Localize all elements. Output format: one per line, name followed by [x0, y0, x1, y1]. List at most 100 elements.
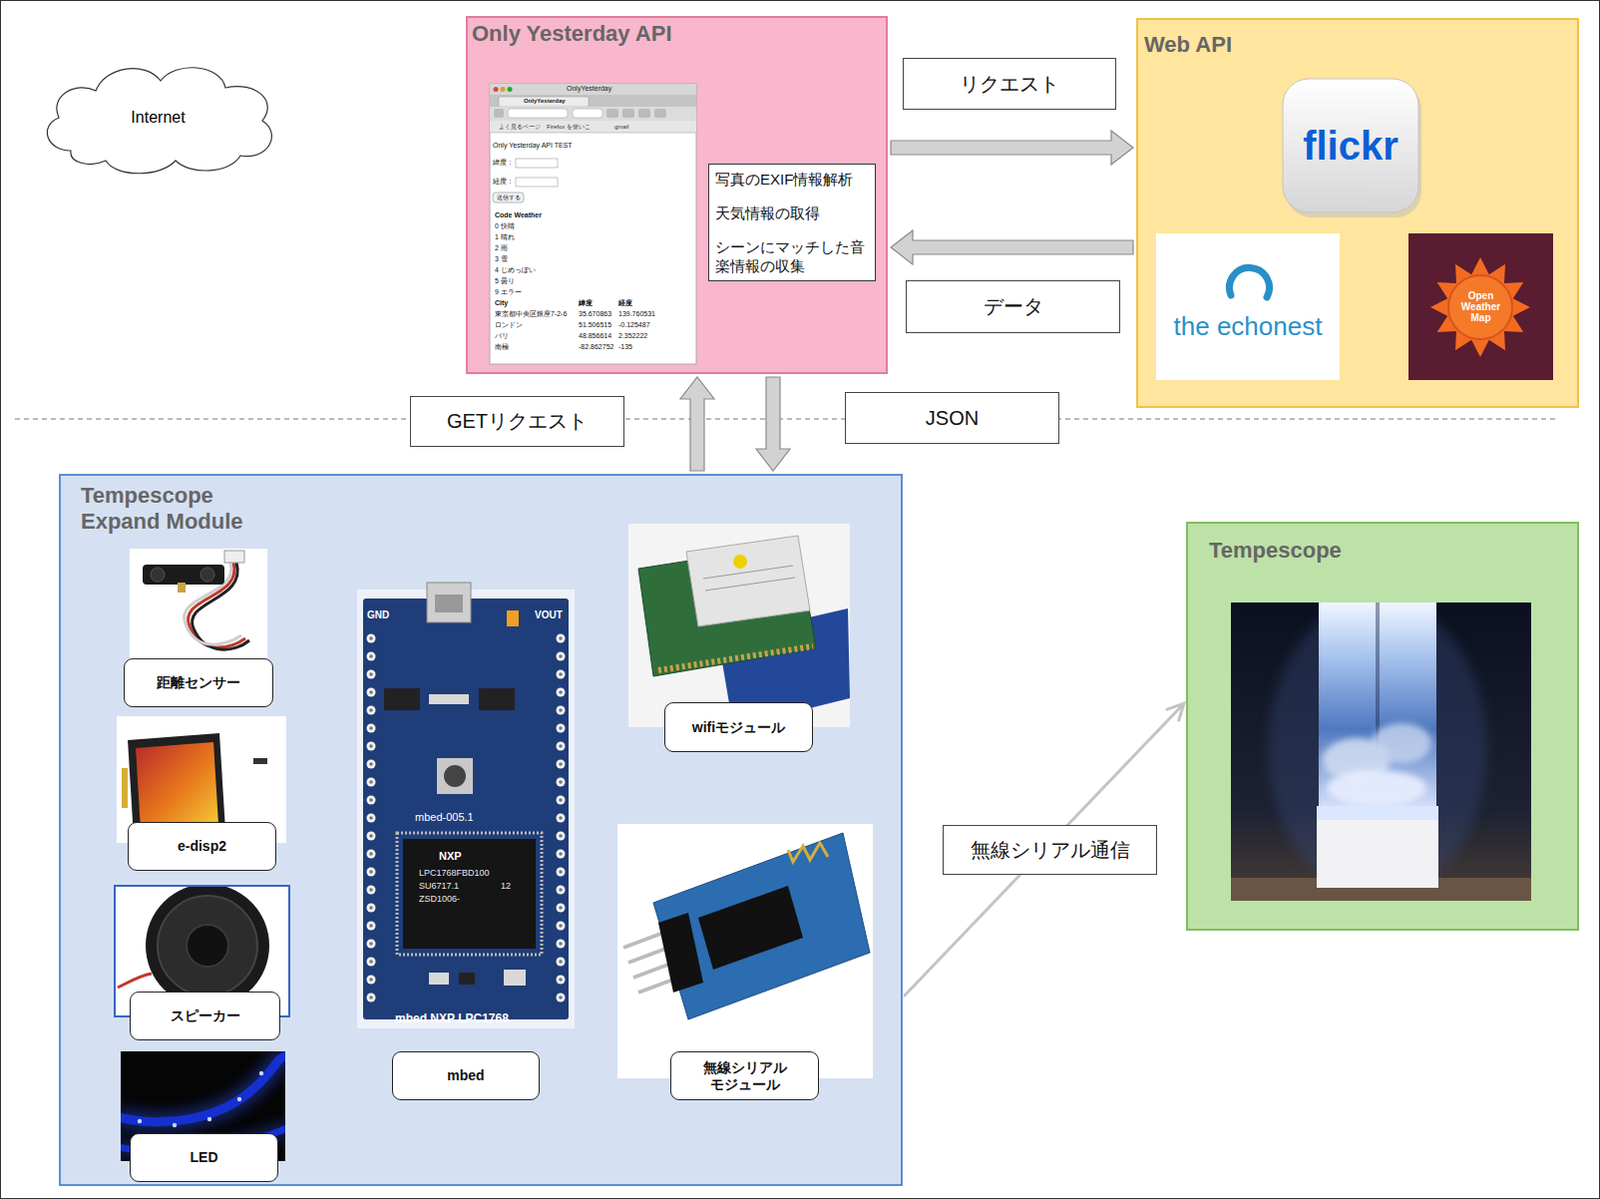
chip-marking: SU6717.1 — [418, 880, 459, 891]
chip-marking: 12 — [500, 880, 511, 891]
browser-screenshot — [489, 83, 697, 95]
board-marking: mbed-005.1 — [414, 810, 474, 824]
mbed-photo — [402, 838, 536, 949]
mbed-photo — [551, 629, 570, 1007]
block-arrow — [890, 130, 1134, 165]
speaker-photo — [157, 895, 258, 996]
owm-tile: Open Weather Map — [1408, 233, 1554, 381]
table-cell: 2.352222 — [618, 332, 648, 341]
mbed-photo — [443, 765, 466, 788]
serial-module-photo — [788, 842, 828, 862]
table-cell: 9 エラー — [494, 288, 522, 297]
wifi-photo — [686, 535, 810, 627]
node-text: 天気情報の取得 — [715, 203, 869, 223]
node-text: 無線シリアル モジュール — [677, 1059, 812, 1094]
edge-label: GETリクエスト — [409, 396, 625, 447]
serial-module-photo — [628, 947, 669, 963]
serial-module-photo — [617, 823, 873, 1079]
panel-fill — [58, 15, 1580, 1187]
node-text: 写真のEXIF情報解析 — [715, 169, 869, 189]
browser-screenshot — [489, 94, 697, 107]
table-cell: -82.862752 — [578, 343, 614, 352]
table-cell: 3 雪 — [494, 255, 508, 264]
display-photo — [121, 768, 128, 808]
echonest-logo — [1228, 267, 1269, 298]
table-header: City — [494, 299, 508, 308]
panel-title: Tempescope Expand Module — [80, 482, 276, 535]
table-cell: 1 晴れ — [494, 233, 515, 242]
browser-screenshot — [507, 108, 568, 118]
table-cell: パリ — [494, 332, 509, 341]
node-text: LED — [190, 1149, 219, 1167]
table-cell: 南極 — [494, 343, 509, 352]
boundary-line — [14, 417, 1557, 419]
sensor-photo — [129, 548, 268, 659]
serial-module-photo — [633, 962, 674, 978]
mbed-photo — [357, 582, 575, 1029]
page-heading: Only Yesterday API TEST — [492, 141, 573, 150]
browser-screenshot — [507, 86, 513, 92]
mbed-photo — [428, 694, 469, 705]
edge-label: データ — [905, 280, 1121, 334]
tempescope-photo — [1230, 602, 1532, 901]
flickr-logo — [1282, 78, 1422, 218]
panel-fill — [1136, 17, 1580, 408]
chip-marking: LPC1768FBD100 — [418, 867, 490, 878]
table-cell: ロンドン — [494, 321, 523, 330]
wifi-photo — [703, 565, 794, 579]
edge-label: リクエスト — [902, 57, 1117, 110]
browser-screenshot — [489, 120, 697, 133]
wifi-photo — [628, 523, 850, 728]
block-arrow — [890, 230, 1134, 265]
browser-screenshot — [515, 158, 558, 168]
led-photo — [259, 1071, 264, 1076]
edge-label: JSON — [844, 392, 1060, 444]
button-text: 送信する — [496, 194, 521, 202]
component-label: LED — [129, 1133, 279, 1183]
table-cell: 東京都中央区銀座7-2-6 — [494, 310, 567, 319]
tempescope-photo — [1326, 770, 1427, 806]
mbed-photo — [434, 594, 463, 613]
expand-module-panel: Tempescope Expand Module距離センサーe-disp2スピー… — [58, 473, 903, 1187]
panel-title: Web API — [1144, 31, 1578, 58]
browser-screenshot — [638, 108, 651, 118]
sensor-photo — [129, 548, 268, 659]
mbed-photo — [506, 610, 519, 627]
sensor-photo — [150, 567, 165, 582]
table-cell: -0.125487 — [618, 321, 651, 330]
speaker-photo — [145, 885, 270, 1008]
component-label: e-disp2 — [127, 821, 277, 871]
mbed-photo — [426, 582, 471, 623]
led-photo — [172, 1123, 177, 1128]
tempescope-photo — [1371, 723, 1432, 764]
mbed-photo — [397, 832, 542, 955]
node-text: Internet — [130, 108, 185, 127]
tempescope-photo — [1375, 602, 1380, 753]
echonest-logo — [1156, 233, 1340, 381]
sensor-photo — [200, 567, 215, 582]
logo-text: the echonest — [1174, 311, 1323, 343]
table-header: 緯度 — [578, 299, 593, 308]
tempescope-photo — [1230, 598, 1532, 901]
window-title: OnlyYesterday — [566, 84, 612, 93]
browser-screenshot — [489, 83, 697, 365]
browser-screenshot — [489, 132, 697, 134]
speaker-photo — [117, 973, 152, 988]
browser-screenshot — [515, 177, 558, 187]
api-panel: Only Yesterday API写真のEXIF情報解析天気情報の取得シーンに… — [465, 15, 888, 375]
board-marking: mbed NXP LPC1768 — [395, 1012, 509, 1027]
component-label: 無線シリアル モジュール — [670, 1051, 819, 1101]
node-text: wifiモジュール — [692, 719, 786, 737]
chip-marking: ZSD1006- — [418, 893, 460, 904]
table-cell: 139.760531 — [618, 310, 656, 319]
cloud-outline — [46, 67, 272, 174]
panel-fill — [1186, 521, 1580, 931]
component-label: wifiモジュール — [664, 702, 813, 753]
serial-module-photo — [617, 823, 873, 1079]
sensor-photo — [142, 564, 225, 585]
logo-text: flickr — [1302, 123, 1399, 169]
display-photo — [135, 742, 219, 830]
edge-label: 無線シリアル通信 — [942, 824, 1158, 875]
component-label: mbed — [392, 1051, 540, 1101]
